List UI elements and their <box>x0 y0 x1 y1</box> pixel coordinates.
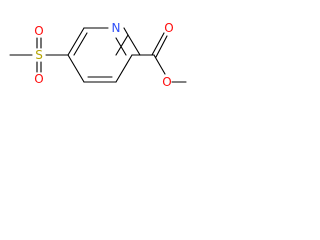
molecule-drawing: S O O N O O <box>9 21 187 89</box>
bond-ring-c2-c3-alt <box>127 34 141 56</box>
atom-oxygen-ester: O <box>162 75 171 89</box>
atom-oxygen-carbonyl: O <box>164 21 173 35</box>
structure-canvas: S O O N O O <box>0 0 189 111</box>
atom-oxygen-sulfonyl-top: O <box>34 24 43 38</box>
bond-carbonyl-ester-oxygen <box>153 54 166 75</box>
atom-oxygen-sulfonyl-bottom: O <box>34 72 43 86</box>
atom-nitrogen: N <box>112 21 121 35</box>
atom-sulfur: S <box>35 48 43 62</box>
bond-ring-inner-3 <box>115 37 127 56</box>
bond-ring-c2-c3 <box>115 34 129 56</box>
bond-ring-inner-1 <box>73 32 88 56</box>
bond-carbonyl-oxygen-a <box>151 32 165 56</box>
bond-ring-c3-c2 <box>115 54 133 83</box>
bond-ring-n1-c2 <box>123 27 129 36</box>
bond-carbonyl-oxygen-b <box>155 35 168 58</box>
bond-ring-c5-c6 <box>67 27 85 56</box>
bond-ring-c4-c5 <box>67 54 85 83</box>
